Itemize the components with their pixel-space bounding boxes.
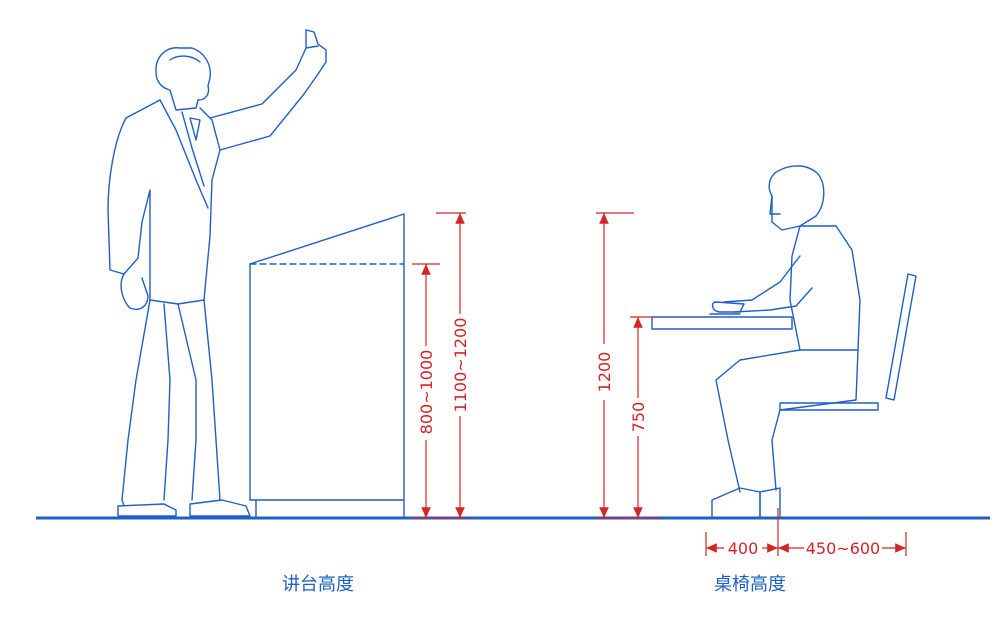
caption-desk-chair-height: 桌椅高度 <box>714 574 786 595</box>
caption-podium-height: 讲台高度 <box>282 574 354 595</box>
chair <box>779 273 917 411</box>
dim-label-seat-front: 400 <box>728 539 759 558</box>
dim-label-desk-surface: 750 <box>629 402 648 433</box>
dim-label-podium-top: 1100~1200 <box>451 318 470 413</box>
dimension-lines <box>412 212 907 556</box>
podium <box>249 213 405 519</box>
dim-label-seat-depth: 450~600 <box>806 539 880 558</box>
desk <box>651 313 793 330</box>
dim-label-podium-desk: 800~1000 <box>417 350 436 435</box>
seated-person-figure <box>711 165 861 519</box>
dim-label-desk-total: 1200 <box>595 352 614 393</box>
standing-speaker-figure <box>107 29 327 517</box>
